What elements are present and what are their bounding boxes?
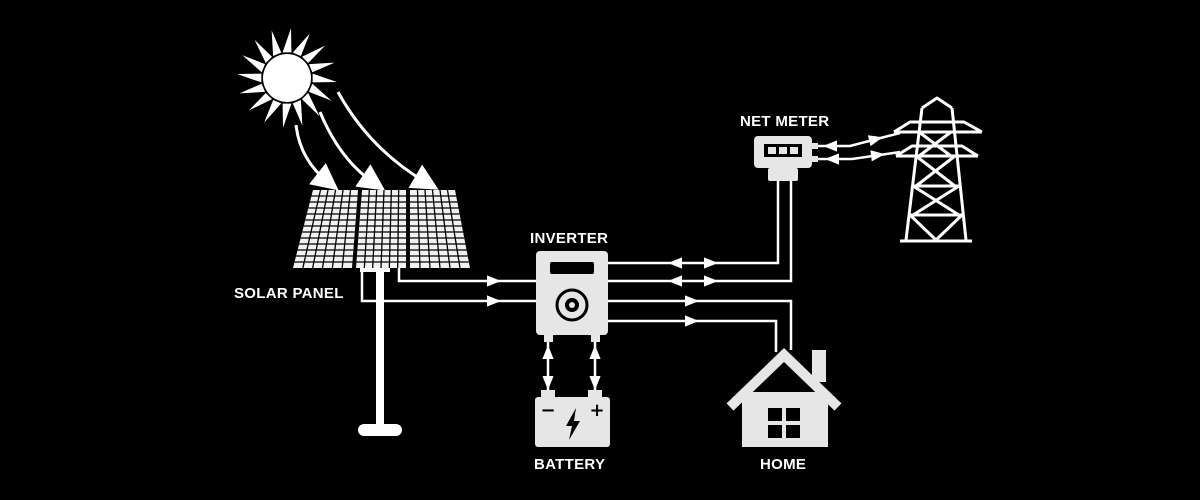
- home-label: HOME: [760, 456, 806, 473]
- sun-ray: [237, 73, 262, 83]
- sun-ray: [282, 103, 292, 128]
- sun-icon: [237, 28, 337, 128]
- sun-ray: [271, 30, 282, 57]
- inverter-to-battery-wires: [546, 342, 597, 392]
- sun-ray: [254, 39, 272, 63]
- battery-label: BATTERY: [534, 456, 605, 473]
- sun-ray: [302, 93, 320, 117]
- inverter-to-meter-wires: [608, 180, 793, 283]
- net-meter-icon: [754, 136, 818, 181]
- inverter-label: INVERTER: [530, 230, 608, 247]
- sun-ray: [242, 55, 266, 73]
- solar-panel-label: SOLAR PANEL: [234, 285, 344, 302]
- sun-ray: [239, 83, 266, 94]
- inverter-to-home-wires: [608, 299, 793, 352]
- panel-to-inverter-wires: [360, 268, 537, 303]
- lightning-icon: [566, 408, 580, 440]
- battery-negative-terminal: −: [540, 400, 555, 421]
- sun-ray: [312, 73, 337, 83]
- net-meter-label: NET METER: [740, 113, 829, 130]
- panel-wire-arrows: [486, 275, 501, 307]
- sun-ray: [282, 28, 292, 53]
- solar-panel-icon: [293, 189, 470, 436]
- battery-wire-arrows: [542, 345, 601, 390]
- meter-wire-arrows: [668, 257, 718, 287]
- sun-ray: [264, 99, 282, 123]
- sun-ray: [308, 62, 335, 73]
- battery-icon: − +: [535, 390, 610, 447]
- tower-wire-arrows: [823, 135, 885, 165]
- home-wire-arrows: [684, 295, 699, 327]
- sun-ray: [248, 93, 272, 111]
- sun-ray: [302, 45, 326, 63]
- transmission-tower-icon: [893, 96, 983, 243]
- sunlight-arrows: [294, 91, 439, 191]
- inverter-icon: [536, 251, 608, 342]
- house-icon: [726, 348, 842, 447]
- sun-ray: [292, 33, 310, 57]
- battery-positive-terminal: +: [589, 400, 604, 421]
- sun-ray: [292, 99, 303, 126]
- sun-ray: [308, 83, 332, 101]
